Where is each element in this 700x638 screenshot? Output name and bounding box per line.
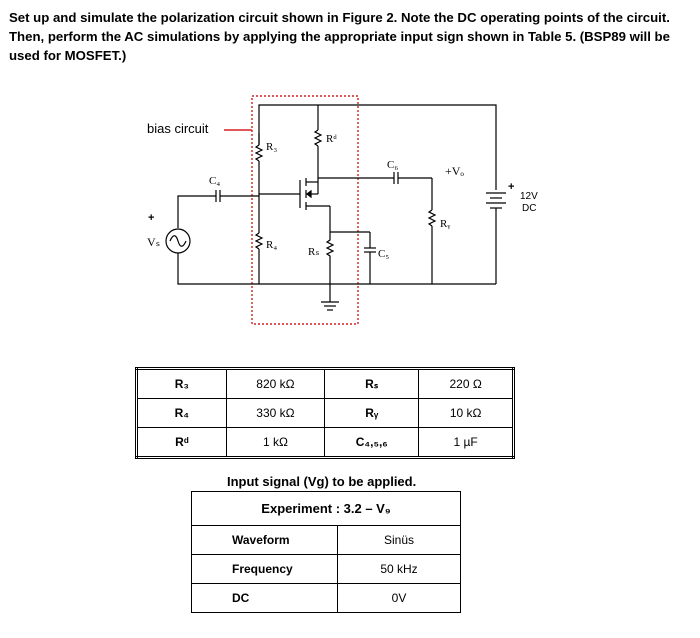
- table-cell: C₄,₅,₆: [324, 427, 420, 458]
- table-cell: Rᵈ: [136, 427, 227, 458]
- signal-param-label: Frequency: [191, 554, 338, 584]
- supply-dc-label: DC: [522, 203, 536, 214]
- table-cell: R₃: [136, 368, 227, 399]
- table-cell: 330 kΩ: [225, 398, 326, 428]
- ground-symbol: [259, 283, 360, 311]
- ry-resistor: [427, 178, 437, 284]
- supply-voltage-label: 12V: [520, 191, 538, 202]
- vo-label: +Vₒ: [445, 164, 464, 178]
- bias-label: bias circuit: [147, 121, 209, 136]
- table-cell: Rₛ: [324, 368, 420, 399]
- top-rail: [258, 104, 497, 190]
- rs-label: Rₛ: [308, 246, 319, 258]
- signal-caption: Input signal (Vg) to be applied.: [227, 474, 417, 489]
- table-cell: R₄: [136, 398, 227, 428]
- input-network: [165, 190, 259, 285]
- vg-label: Vₛ: [147, 235, 160, 249]
- bias-box: [251, 95, 359, 325]
- c6-capacitor: [318, 172, 432, 184]
- r3-resistor: [254, 133, 264, 233]
- c5-label: C₅: [378, 248, 389, 260]
- r4-resistor: [254, 232, 264, 284]
- c4-label: C₄: [209, 175, 220, 187]
- signal-param-value: Sinüs: [337, 525, 461, 555]
- table-cell: 1 kΩ: [225, 427, 326, 458]
- signal-param-value: 50 kHz: [337, 554, 461, 584]
- supply-plus-label: +: [508, 181, 514, 193]
- vg-plus-label: +: [148, 212, 154, 224]
- table-cell: 1 µF: [418, 427, 514, 458]
- signal-header: Experiment : 3.2 – V₉: [191, 491, 461, 526]
- supply-battery: [486, 192, 506, 284]
- signal-header-row: Experiment : 3.2 – V₉: [191, 491, 461, 526]
- table-cell: 10 kΩ: [418, 398, 514, 428]
- signal-param-value: 0V: [337, 583, 461, 613]
- rd-label: Rᵈ: [326, 133, 337, 145]
- table-cell: 820 kΩ: [225, 368, 326, 399]
- rd-resistor: [313, 105, 323, 178]
- ry-label: Rᵧ: [440, 218, 450, 230]
- r3-label: R₃: [266, 141, 277, 153]
- mosfet: [259, 178, 330, 210]
- source-network: [325, 206, 376, 284]
- signal-param-label: Waveform: [191, 525, 338, 555]
- signal-param-label: DC: [191, 583, 338, 613]
- table-cell: 220 Ω: [418, 368, 514, 399]
- table-cell: Rᵧ: [324, 398, 420, 428]
- intro-text: Set up and simulate the polarization cir…: [9, 10, 670, 63]
- c6-label: C₆: [387, 159, 398, 171]
- circuit-diagram: bias circuit R₃ Rᵈ C₄ C₆ +Vₒ R₄ Rₛ C₅ Rᵧ…: [147, 95, 538, 325]
- r4-label: R₄: [266, 239, 277, 251]
